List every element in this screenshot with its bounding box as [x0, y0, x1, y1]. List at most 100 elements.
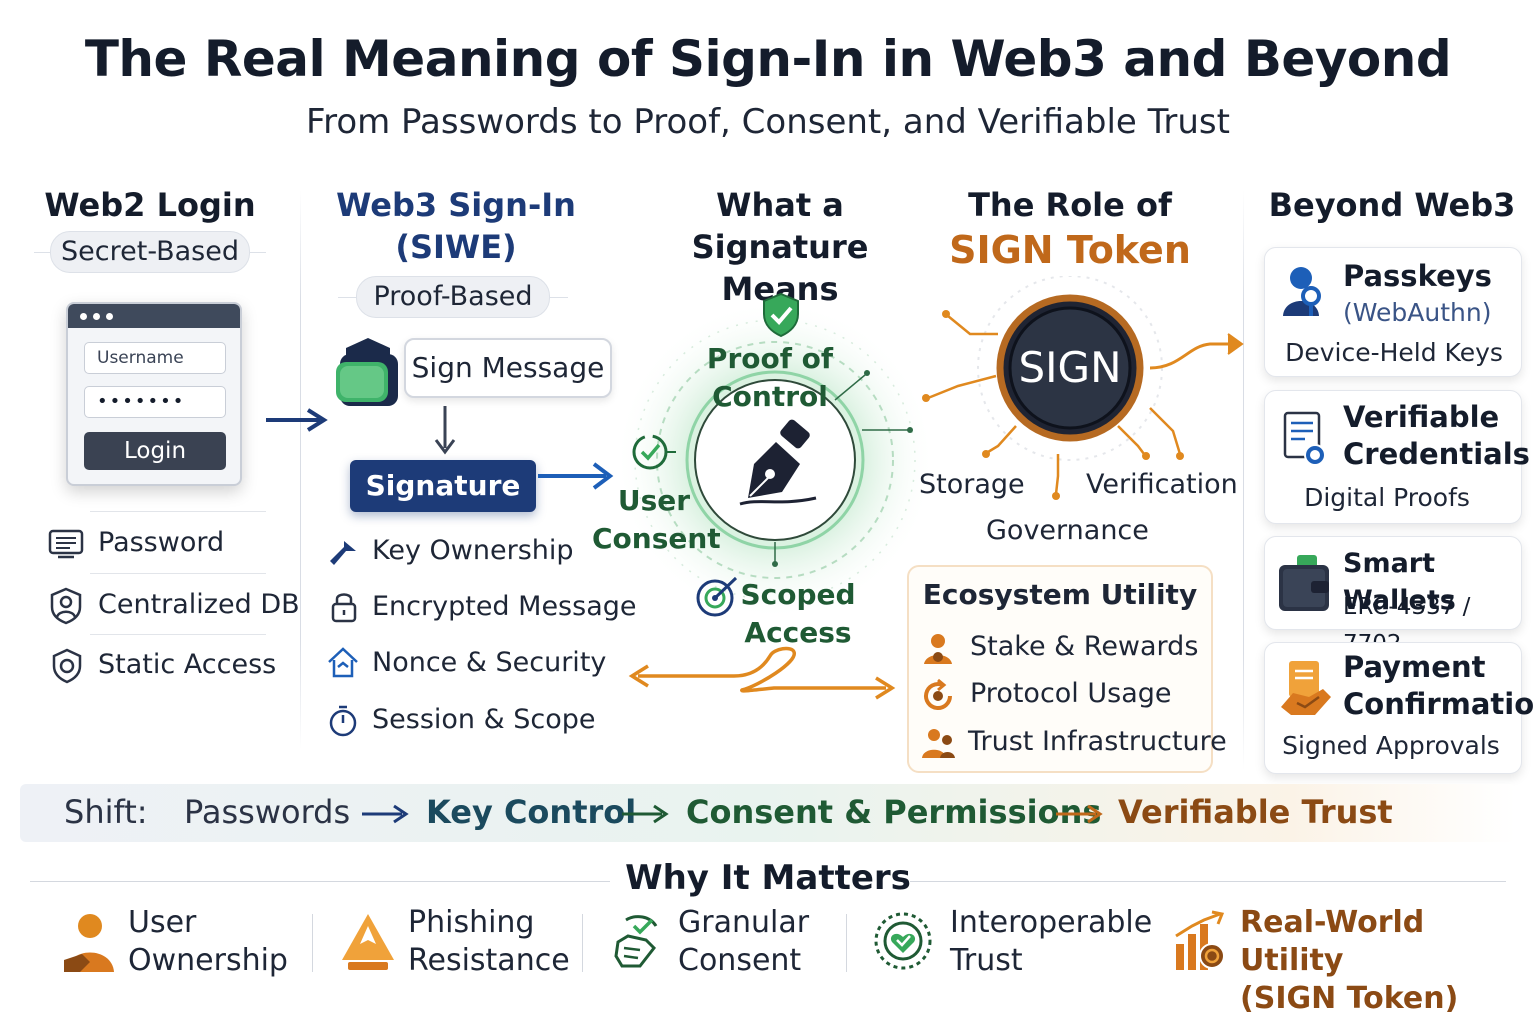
why-line-left: [30, 881, 610, 882]
why-item-line1: User: [128, 905, 197, 940]
arrow-right-icon: [538, 462, 614, 490]
login-button[interactable]: Login: [84, 432, 226, 470]
page-title: The Real Meaning of Sign-In in Web3 and …: [84, 30, 1452, 88]
user-icon: [64, 914, 114, 972]
passkey-icon: [1283, 267, 1321, 316]
card-smart-wallets-title: Smart Wallets: [1343, 548, 1456, 616]
shift-step-passwords: Passwords: [184, 793, 351, 831]
card-verifiable-credentials[interactable]: Verifiable Credentials Digital Proofs: [1264, 390, 1530, 524]
arrow-right-icon: [622, 804, 669, 824]
shield-check-icon: [763, 292, 799, 338]
sign-message-box[interactable]: Sign Message: [404, 338, 612, 398]
user-consent-line2: Consent: [592, 522, 721, 555]
proof-based-tag: Proof-Based: [356, 276, 550, 318]
window-dot: [93, 313, 100, 320]
sign-token-line1: The Role of: [968, 186, 1172, 224]
web3-heading: Web3 Sign-In (SIWE): [316, 184, 596, 268]
separator: [90, 634, 266, 635]
storage-label: Storage: [919, 469, 1025, 500]
arrow-down-icon: [434, 406, 456, 455]
shield-icon: [52, 648, 82, 684]
user-consent-label: User Consent: [592, 482, 721, 558]
card-smart-wallets[interactable]: Smart Wallets ERC-4337 / 7702: [1264, 536, 1522, 657]
signature-button[interactable]: Signature: [350, 460, 536, 512]
why-separator: [582, 914, 583, 972]
pen-nib-icon: [739, 419, 817, 506]
username-field[interactable]: Username: [84, 342, 226, 374]
web2-item-centralized-db: Centralized DB: [98, 589, 300, 620]
hand-check-icon: [614, 915, 658, 968]
verification-label: Verification: [1086, 469, 1238, 500]
why-granular-consent: Granular Consent: [678, 904, 809, 980]
ecosystem-utility-box: [907, 565, 1213, 773]
double-arrow-icon: [628, 646, 896, 700]
credential-icon: [1283, 411, 1326, 466]
why-item-line1: Interoperable: [950, 905, 1153, 940]
card-payment-title: Payment: [1343, 650, 1486, 684]
card-credentials-title: Verifiable: [1343, 400, 1500, 434]
shift-step-key-control: Key Control: [426, 793, 637, 831]
wallet-icon: [336, 338, 398, 406]
why-item-line1: Phishing: [408, 905, 535, 940]
user-consent-line1: User: [617, 484, 691, 517]
arrow-right-icon: [1056, 804, 1103, 824]
card-payment-confirmation[interactable]: Payment Confirmation Signed Approvals: [1264, 642, 1536, 774]
scoped-access-label: Scoped Access: [738, 576, 858, 652]
divider: [1243, 190, 1244, 770]
why-item-line2: Ownership: [128, 943, 288, 978]
sign-token-line2: SIGN Token: [949, 228, 1191, 272]
shift-step-consent: Consent & Permissions: [686, 793, 1102, 831]
beyond-web3-heading: Beyond Web3: [1268, 186, 1516, 224]
card-credentials-caption: Digital Proofs: [1304, 483, 1470, 512]
why-interoperable-trust: Interoperable Trust: [950, 904, 1152, 980]
web3-item-key-ownership: Key Ownership: [372, 535, 574, 566]
shift-label: Shift:: [64, 793, 148, 831]
why-title: Why It Matters: [625, 858, 911, 898]
card-passkeys-title: Passkeys: [1343, 259, 1492, 293]
why-item-line1: Real-World Utility: [1240, 905, 1425, 978]
check-circle-icon: [632, 434, 676, 470]
governance-label: Governance: [986, 515, 1149, 546]
card-payment-subtitle: Confirmation: [1343, 687, 1536, 721]
window-titlebar: [68, 304, 240, 328]
why-separator: [312, 914, 313, 972]
password-field[interactable]: •••••••: [84, 386, 226, 418]
utility-item-protocol-usage: Protocol Usage: [970, 678, 1172, 709]
divider: [300, 190, 301, 750]
chart-coin-icon: [1175, 910, 1225, 970]
web2-item-password: Password: [98, 527, 225, 558]
window-dot: [106, 313, 113, 320]
ecosystem-utility-title: Ecosystem Utility: [922, 578, 1198, 611]
card-passkeys[interactable]: Passkeys (WebAuthn) Device-Held Keys: [1264, 247, 1522, 377]
web3-item-nonce-security: Nonce & Security: [372, 647, 607, 678]
shift-band: [20, 784, 1516, 842]
card-passkeys-subtitle: (WebAuthn): [1343, 298, 1492, 327]
sign-coin-label: SIGN: [1018, 343, 1122, 392]
arrow-right-icon: [362, 804, 409, 824]
scoped-access-line1: Scoped: [740, 578, 856, 611]
why-user-ownership: User Ownership: [128, 904, 288, 980]
person-coin-icon: [924, 634, 952, 664]
why-item-line2: (SIGN Token): [1240, 981, 1459, 1016]
separator: [90, 511, 266, 512]
payment-icon: [1281, 661, 1331, 715]
people-icon: [922, 729, 955, 758]
web3-item-encrypted-message: Encrypted Message: [372, 591, 637, 622]
utility-item-stake-rewards: Stake & Rewards: [970, 631, 1199, 662]
user-lock-icon: [50, 587, 82, 625]
web2-item-static-access: Static Access: [98, 649, 277, 680]
arrow-right-icon: [266, 408, 328, 432]
timer-icon: [329, 705, 357, 737]
secret-based-tag: Secret-Based: [50, 231, 250, 273]
why-item-line2: Resistance: [408, 943, 570, 978]
lock-icon: [331, 593, 357, 623]
signature-meaning-line1: What a Signature: [691, 186, 869, 266]
cycle-coin-icon: [924, 678, 952, 710]
key-icon: [330, 541, 356, 565]
scoped-access-line2: Access: [744, 616, 852, 649]
why-real-world-utility: Real-World Utility (SIGN Token): [1240, 904, 1536, 1018]
utility-item-trust-infrastructure: Trust Infrastructure: [968, 726, 1227, 757]
target-icon: [696, 576, 738, 617]
why-item-line2: Trust: [950, 943, 1023, 978]
network-lines: [922, 276, 1244, 500]
